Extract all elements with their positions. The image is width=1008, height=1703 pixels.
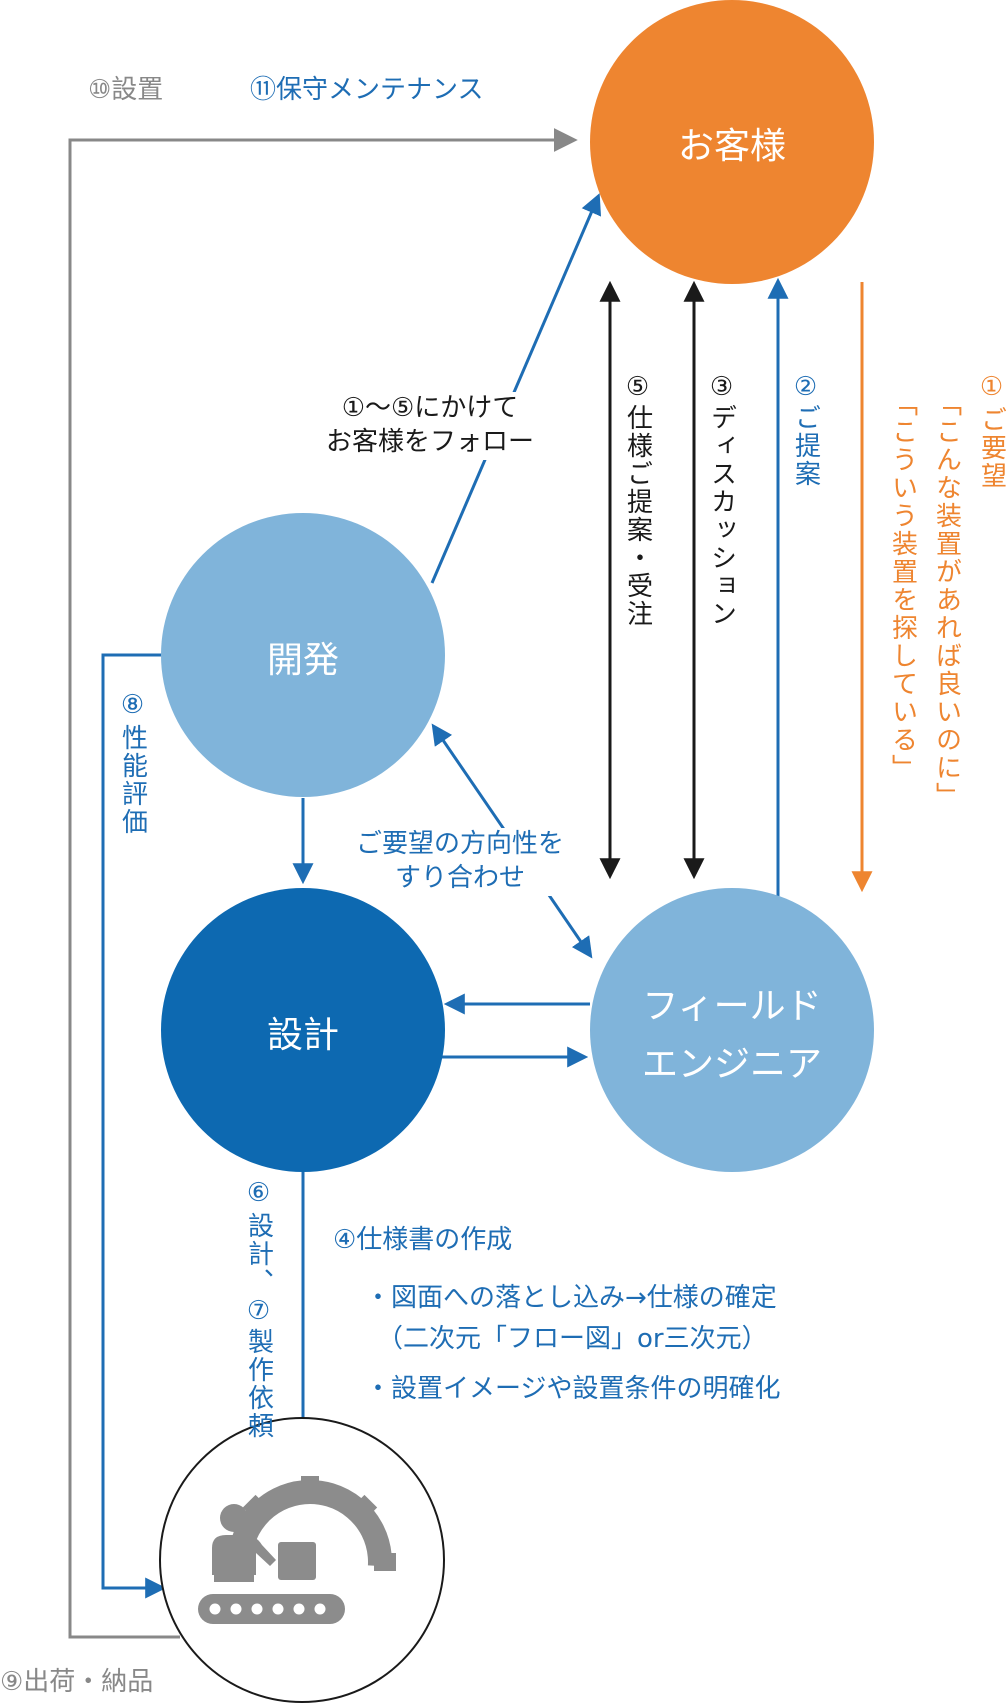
box-icon bbox=[278, 1542, 316, 1580]
install-maintenance-line bbox=[68, 128, 578, 1639]
evaluation-label: 性能評価 bbox=[117, 724, 148, 836]
spec-item-3: ・設置イメージや設置条件の明確化 bbox=[365, 1374, 781, 1404]
proposal-label: ②ご提案 bbox=[790, 372, 821, 488]
align-label: ご要望の方向性を すり合わせ bbox=[352, 828, 569, 896]
request-quote-1: 「こんな装置があれば良いのに」 bbox=[931, 390, 962, 810]
follow-arrow bbox=[430, 193, 602, 584]
factory-icon bbox=[198, 1476, 396, 1644]
spec-main-label: ④仕様書の作成 bbox=[333, 1225, 513, 1255]
discussion-label: ③ディスカッション bbox=[706, 372, 737, 628]
align-label-line2: すり合わせ bbox=[395, 862, 526, 893]
design-label: 設計 bbox=[266, 1015, 339, 1056]
field-label-line2: エンジニア bbox=[641, 1043, 822, 1085]
maintenance-label: ⑪保守メンテナンス bbox=[250, 75, 484, 105]
request-quote-2: 「こういう装置を探している」 bbox=[887, 390, 918, 782]
conveyor-icon bbox=[198, 1594, 345, 1624]
design-order-number: ⑥ bbox=[243, 1178, 274, 1210]
customer-node bbox=[590, 0, 874, 284]
evaluation-line bbox=[101, 653, 167, 1599]
design-order-label: 設計、⑦製作依頼 bbox=[243, 1212, 274, 1440]
request-number: ① bbox=[976, 372, 1007, 404]
worker-icon bbox=[212, 1504, 276, 1582]
spec-item-2: （二次元「フロー図」or三次元） bbox=[377, 1324, 768, 1354]
follow-label-line1: ①〜⑤にかけて bbox=[341, 393, 519, 423]
dev-label: 開発 bbox=[266, 640, 339, 681]
design-node bbox=[161, 888, 445, 1172]
dev-node bbox=[161, 513, 445, 797]
request-label: ご要望 bbox=[976, 406, 1007, 490]
spec-order-label: ⑤仕様ご提案・受注 bbox=[622, 372, 653, 628]
field-label: フィールド エンジニア bbox=[612, 978, 852, 1093]
follow-label: ①〜⑤にかけて お客様をフォロー bbox=[322, 392, 539, 460]
spec-item-1: ・図面への落とし込み→仕様の確定 bbox=[365, 1283, 777, 1313]
customer-label: お客様 bbox=[677, 126, 786, 167]
field-node bbox=[590, 888, 874, 1172]
follow-label-line2: お客様をフォロー bbox=[326, 426, 535, 457]
install-label: ⑩設置 bbox=[88, 75, 164, 105]
shipping-label: ⑨出荷・納品 bbox=[0, 1667, 154, 1697]
align-label-line1: ご要望の方向性を bbox=[356, 829, 565, 859]
field-label-line1: フィールド bbox=[642, 986, 822, 1027]
evaluation-number: ⑧ bbox=[117, 690, 148, 722]
